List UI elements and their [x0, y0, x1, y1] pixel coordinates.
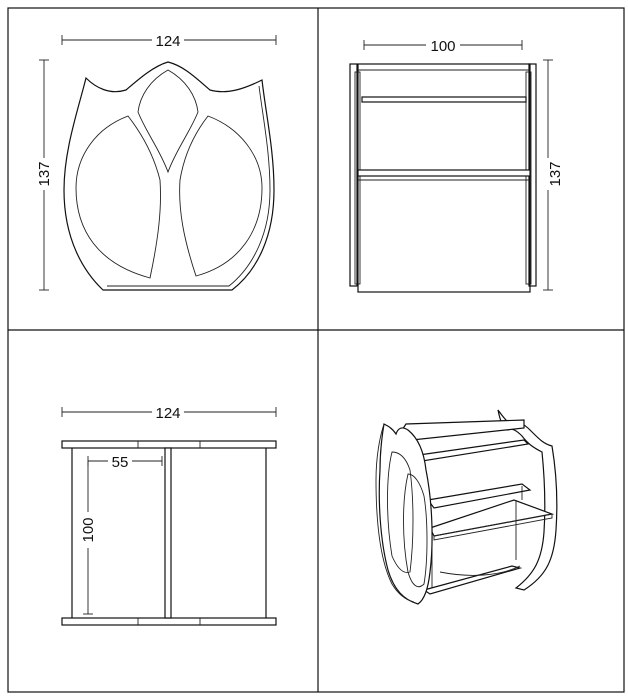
top-lower-panel: [61, 617, 277, 626]
top-width-dimension: 124: [61, 404, 277, 422]
iso-middle-shelf: [426, 483, 532, 509]
front-width-dimension: 124: [61, 32, 277, 50]
sheet-frame: [7, 7, 625, 693]
side-width-label: 100: [430, 38, 455, 55]
front-tulip-outline: [63, 61, 275, 291]
top-depth-dimension: 100: [80, 461, 98, 615]
side-width-dimension: 100: [363, 37, 523, 55]
front-left-petal: [75, 115, 161, 279]
side-left-panel: [349, 63, 358, 287]
top-inner-width-dimension: 55: [87, 453, 163, 471]
side-height-dimension: 137: [540, 59, 564, 291]
front-width-label: 124: [155, 33, 180, 50]
front-right-petal: [179, 115, 263, 277]
top-upper-panel: [61, 440, 277, 449]
iso-left-side-panel: [378, 423, 433, 605]
side-view: 100 137: [349, 37, 564, 293]
side-body: [357, 63, 531, 293]
front-height-dimension: 137: [34, 59, 54, 291]
top-width-label: 124: [155, 405, 180, 422]
front-center-petal: [137, 69, 199, 174]
iso-right-side-panel: [497, 409, 558, 591]
front-view: 124 137: [34, 32, 277, 291]
side-height-label: 137: [547, 161, 564, 186]
top-depth-label: 100: [80, 517, 97, 542]
top-center-divider: [164, 447, 172, 619]
isometric-view: [375, 409, 558, 605]
front-height-label: 137: [36, 161, 53, 186]
side-lower-shelf: [357, 169, 531, 177]
side-upper-shelf: [361, 96, 527, 103]
top-view: 124 55 100: [61, 404, 277, 626]
top-inner-width-label: 55: [112, 454, 129, 471]
